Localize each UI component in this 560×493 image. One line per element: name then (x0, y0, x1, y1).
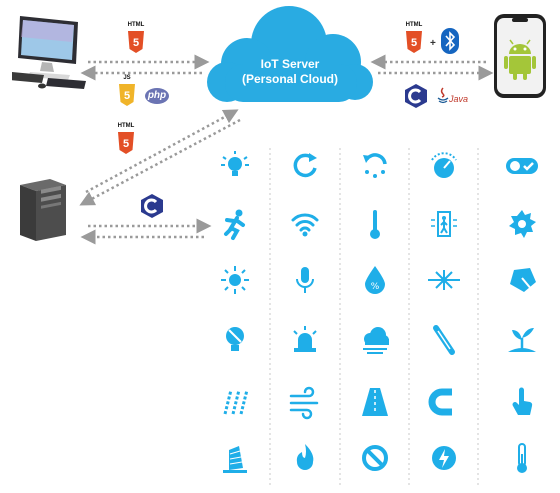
hail-icon (217, 384, 253, 420)
c-language-badge-phone (405, 84, 427, 108)
arrow-cloud-to-tower (79, 118, 241, 206)
tower-pc (14, 175, 72, 243)
tilt-icon (504, 262, 540, 298)
touch-icon (504, 384, 540, 420)
thermal-probe-icon (426, 322, 462, 358)
svg-text:5: 5 (124, 90, 130, 102)
android-phone (492, 12, 548, 100)
laser-icon (426, 262, 462, 298)
desktop-computer (12, 12, 90, 92)
reset-icon (357, 148, 393, 184)
gear-icon (504, 206, 540, 242)
html5-badge-phone: HTML 5 (406, 22, 422, 53)
html-label: HTML (117, 123, 135, 129)
server-title: IoT Server (260, 57, 320, 71)
js-badge: JS 5 (119, 75, 135, 106)
html5-badge-desktop: HTML 5 (128, 22, 144, 53)
svg-text:5: 5 (411, 37, 417, 49)
refresh-icon (287, 148, 323, 184)
thermometer-icon (357, 206, 393, 242)
forbidden-icon (357, 440, 393, 476)
html-label: HTML (127, 22, 145, 28)
java-label: Java (449, 94, 469, 104)
arrow-tower-to-cloud (85, 109, 239, 194)
wind-icon (287, 384, 323, 420)
sun-icon (217, 262, 253, 298)
php-badge: php (145, 88, 169, 104)
svg-text:5: 5 (123, 138, 129, 150)
magnet-icon (426, 384, 462, 420)
plant-icon (504, 322, 540, 358)
road-icon (357, 384, 393, 420)
microphone-icon (287, 262, 323, 298)
js-label: JS (123, 75, 131, 81)
lamp-icon (217, 322, 253, 358)
fog-icon (357, 322, 393, 358)
temperature-icon (504, 440, 540, 476)
server-label: IoT Server (Personal Cloud) (222, 57, 358, 87)
gauge-icon (426, 148, 462, 184)
humidity-icon: % (357, 262, 393, 298)
wifi-icon (287, 206, 323, 242)
html-label: HTML (405, 22, 423, 28)
power-icon (426, 440, 462, 476)
flame-icon (287, 440, 323, 476)
server-subtitle: (Personal Cloud) (241, 72, 338, 86)
siren-icon (287, 322, 323, 358)
plus-sign: + (430, 38, 436, 49)
html5-badge-tower: HTML 5 (118, 123, 134, 154)
toggle-icon (504, 148, 540, 184)
motion-icon (217, 206, 253, 242)
svg-text:%: % (371, 282, 380, 292)
java-logo-icon (436, 86, 450, 104)
c-language-badge-tower (141, 194, 163, 218)
iot-server-cloud (205, 2, 375, 114)
bluetooth-icon (441, 28, 459, 54)
alert-lamp-icon (217, 148, 253, 184)
svg-text:5: 5 (133, 37, 139, 49)
door-icon (426, 206, 462, 242)
tilt-building-icon (217, 440, 253, 476)
